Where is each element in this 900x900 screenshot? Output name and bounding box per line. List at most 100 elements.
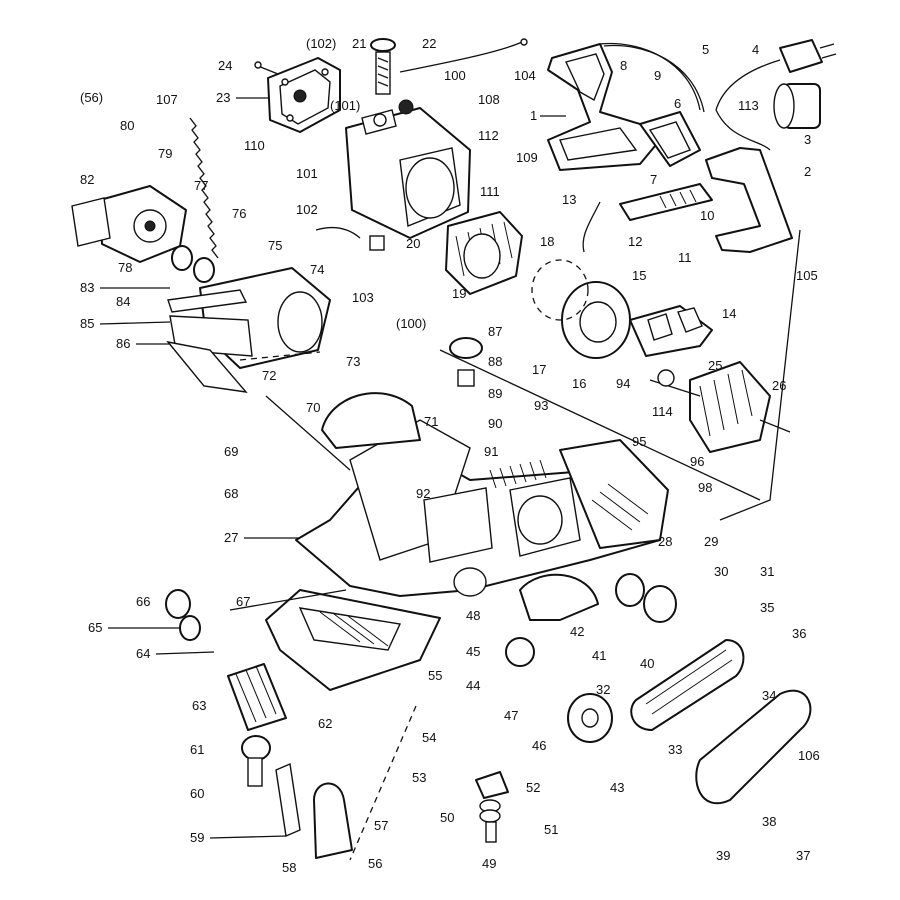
- label-3: 3: [804, 132, 811, 147]
- assembly-line-d: [229, 589, 347, 611]
- label-80: 80: [120, 118, 134, 133]
- pulley-30: [615, 573, 645, 607]
- label-36: 36: [792, 626, 806, 641]
- label-22: 22: [422, 36, 436, 51]
- label-20: 20: [406, 236, 420, 251]
- armature-26: [649, 361, 791, 453]
- label-65: 65: [88, 620, 102, 635]
- label-39: 39: [716, 848, 730, 863]
- label-54: 54: [422, 730, 436, 745]
- blade-86: [166, 340, 248, 393]
- belt-cover-42: [519, 573, 599, 621]
- label-102: 102: [296, 202, 318, 217]
- label-95: 95: [632, 434, 646, 449]
- label-114: 114: [652, 404, 673, 419]
- label-64: 64: [136, 646, 150, 661]
- label-51: 51: [544, 822, 558, 837]
- label-100: 100: [444, 68, 466, 83]
- label-101-ref: (101): [330, 98, 360, 113]
- label-61: 61: [190, 742, 204, 757]
- belt-cover-95: [559, 439, 669, 549]
- bearing-65: [179, 615, 201, 641]
- cable-8: [599, 42, 701, 111]
- label-31: 31: [760, 564, 774, 579]
- belt-33: [630, 639, 745, 731]
- label-45: 45: [466, 644, 480, 659]
- label-47: 47: [504, 708, 518, 723]
- label-86: 86: [116, 336, 130, 351]
- label-73: 73: [346, 354, 360, 369]
- switch-7: [639, 111, 701, 167]
- label-68: 68: [224, 486, 238, 501]
- knob-87: [449, 337, 483, 387]
- roller-63: [227, 663, 287, 731]
- label-33: 33: [668, 742, 682, 757]
- label-35: 35: [760, 600, 774, 615]
- label-13: 13: [562, 192, 576, 207]
- cable-13: [582, 201, 601, 253]
- label-38: 38: [762, 814, 776, 829]
- label-14: 14: [722, 306, 736, 321]
- assembly-line-c: [265, 395, 351, 471]
- label-28: 28: [658, 534, 672, 549]
- label-90: 90: [488, 416, 502, 431]
- blade-84: [167, 289, 248, 313]
- label-7: 7: [650, 172, 657, 187]
- label-58: 58: [282, 860, 296, 875]
- label-83: 83: [80, 280, 94, 295]
- label-56: 56: [368, 856, 382, 871]
- label-104: 104: [514, 68, 536, 83]
- belt-guard-39: [695, 689, 812, 805]
- label-12: 12: [628, 234, 642, 249]
- socket-113: [773, 83, 821, 129]
- label-105: 105: [796, 268, 818, 283]
- cable-8b: [603, 44, 705, 113]
- label-59: 59: [190, 830, 204, 845]
- plate-59: [275, 762, 301, 838]
- label-1: 1: [530, 108, 537, 123]
- label-52: 52: [526, 780, 540, 795]
- label-102-ref: (102): [306, 36, 336, 51]
- label-57: 57: [374, 818, 388, 833]
- label-53: 53: [412, 770, 426, 785]
- label-42: 42: [570, 624, 584, 639]
- bearing-76: [193, 257, 215, 283]
- label-46: 46: [532, 738, 546, 753]
- label-111: 111: [480, 184, 500, 199]
- label-34: 34: [762, 688, 776, 703]
- label-10: 10: [700, 208, 714, 223]
- bearing-16: [561, 281, 631, 359]
- main-housing-27: [295, 419, 661, 597]
- label-17: 17: [532, 362, 546, 377]
- cable-103: [315, 226, 361, 239]
- label-70: 70: [306, 400, 320, 415]
- label-109: 109: [516, 150, 538, 165]
- cable-104: [399, 41, 523, 73]
- label-32: 32: [596, 682, 610, 697]
- cable-guard-12: [619, 183, 713, 221]
- label-112: 112: [478, 128, 499, 143]
- label-56-ref: (56): [80, 90, 103, 105]
- label-18: 18: [540, 234, 554, 249]
- label-98: 98: [698, 480, 712, 495]
- handle-1: [547, 43, 661, 171]
- label-74: 74: [310, 262, 324, 277]
- flange-45: [505, 637, 535, 667]
- label-29: 29: [704, 534, 718, 549]
- label-108: 108: [478, 92, 500, 107]
- lever-52: [475, 771, 509, 843]
- plug-100: [369, 235, 385, 251]
- assembly-line-a: [239, 351, 321, 361]
- screw-24: [254, 61, 279, 75]
- label-71: 71: [424, 414, 438, 429]
- label-6: 6: [674, 96, 681, 111]
- label-8: 8: [620, 58, 627, 73]
- label-110: 110: [244, 138, 265, 153]
- pulley-46: [567, 693, 613, 743]
- label-93: 93: [534, 398, 548, 413]
- callout-labels: 1 2 3 4 5 6 7 8 9 10 11 12 13 14 15 16 1…: [80, 36, 820, 875]
- label-76: 76: [232, 206, 246, 221]
- label-50: 50: [440, 810, 454, 825]
- label-25: 25: [708, 358, 722, 373]
- label-101: 101: [296, 166, 318, 181]
